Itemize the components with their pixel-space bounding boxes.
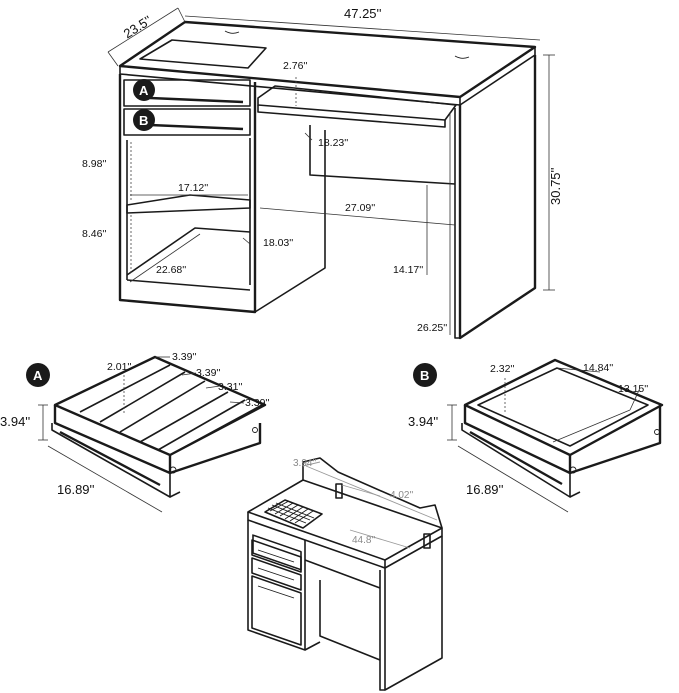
drawer-b-detail: B 2.32'' 14.84'' 13.15'' 3.94'' 16.89'' [408, 358, 664, 513]
right-leg-panel [458, 55, 537, 340]
svg-text:A: A [139, 83, 149, 98]
drawer-b-depth: 2.32'' [490, 363, 514, 375]
tray-grid [267, 500, 315, 524]
drawer-b-inner-length: 13.15'' [618, 383, 648, 395]
drawer-a-compartment-4: 3.39'' [245, 397, 269, 409]
drawer-a-length: 16.89'' [57, 482, 95, 497]
dim-cabinet-depth: 18.03'' [263, 237, 293, 249]
drawer-a-depth: 2.01'' [107, 361, 131, 373]
svg-text:B: B [139, 113, 148, 128]
desk-top-tray [139, 39, 267, 69]
drawer-a-compartment-3: 3.31'' [218, 381, 242, 393]
svg-text:A: A [33, 368, 43, 383]
dim-knee-height: 14.17'' [393, 264, 423, 276]
main-badge-b: B [133, 109, 155, 131]
hutch-height: 3.94'' [293, 458, 316, 469]
drawer-b-height: 3.94'' [408, 414, 438, 429]
dim-upper-shelf-height: 8.98'' [82, 158, 106, 170]
hutch-width: 44.8'' [352, 535, 375, 546]
badge-a: A [26, 363, 50, 387]
main-badge-a: A [133, 79, 155, 101]
dim-keyboard-gap: 2.76'' [283, 60, 307, 72]
drawer-b-inner-width: 14.84'' [583, 362, 613, 374]
svg-text:B: B [420, 368, 429, 383]
cabinet-body [118, 74, 257, 314]
dim-knee-depth: 18.23'' [318, 137, 348, 149]
dim-knee-width: 27.09'' [345, 202, 375, 214]
hutch-view: 3.94'' 4.02'' 44.8'' [247, 457, 443, 691]
dim-lower-shelf-height: 8.46'' [82, 228, 106, 240]
badge-b: B [413, 363, 437, 387]
dim-depth-23-5: 23.5'' [121, 13, 155, 42]
dim-shelf-depth: 22.68'' [156, 264, 186, 276]
drawer-b-length: 16.89'' [466, 482, 504, 497]
drawer-a-compartment-1: 3.39'' [172, 351, 196, 363]
drawer-b-front [123, 108, 251, 136]
dim-height-30-75: 30.75'' [548, 168, 563, 206]
desk-top [118, 20, 537, 99]
dim-shelf-width: 17.12'' [178, 182, 208, 194]
dim-leg-height: 26.25'' [417, 322, 447, 334]
drawer-a-height: 3.94'' [0, 414, 30, 429]
main-desk-view: 23.5'' 47.25'' 30.75'' 2.76'' 8.98'' 17.… [82, 6, 563, 340]
keyboard-tray [257, 85, 457, 121]
drawer-a-front [123, 79, 251, 107]
dim-width-47-25: 47.25'' [344, 6, 382, 21]
drawer-a-detail: A 3.39'' 3.39'' 3.31'' 3.39'' 2.01'' [0, 351, 269, 513]
hutch-depth: 4.02'' [390, 490, 413, 501]
drawer-a-compartment-2: 3.39'' [196, 367, 220, 379]
